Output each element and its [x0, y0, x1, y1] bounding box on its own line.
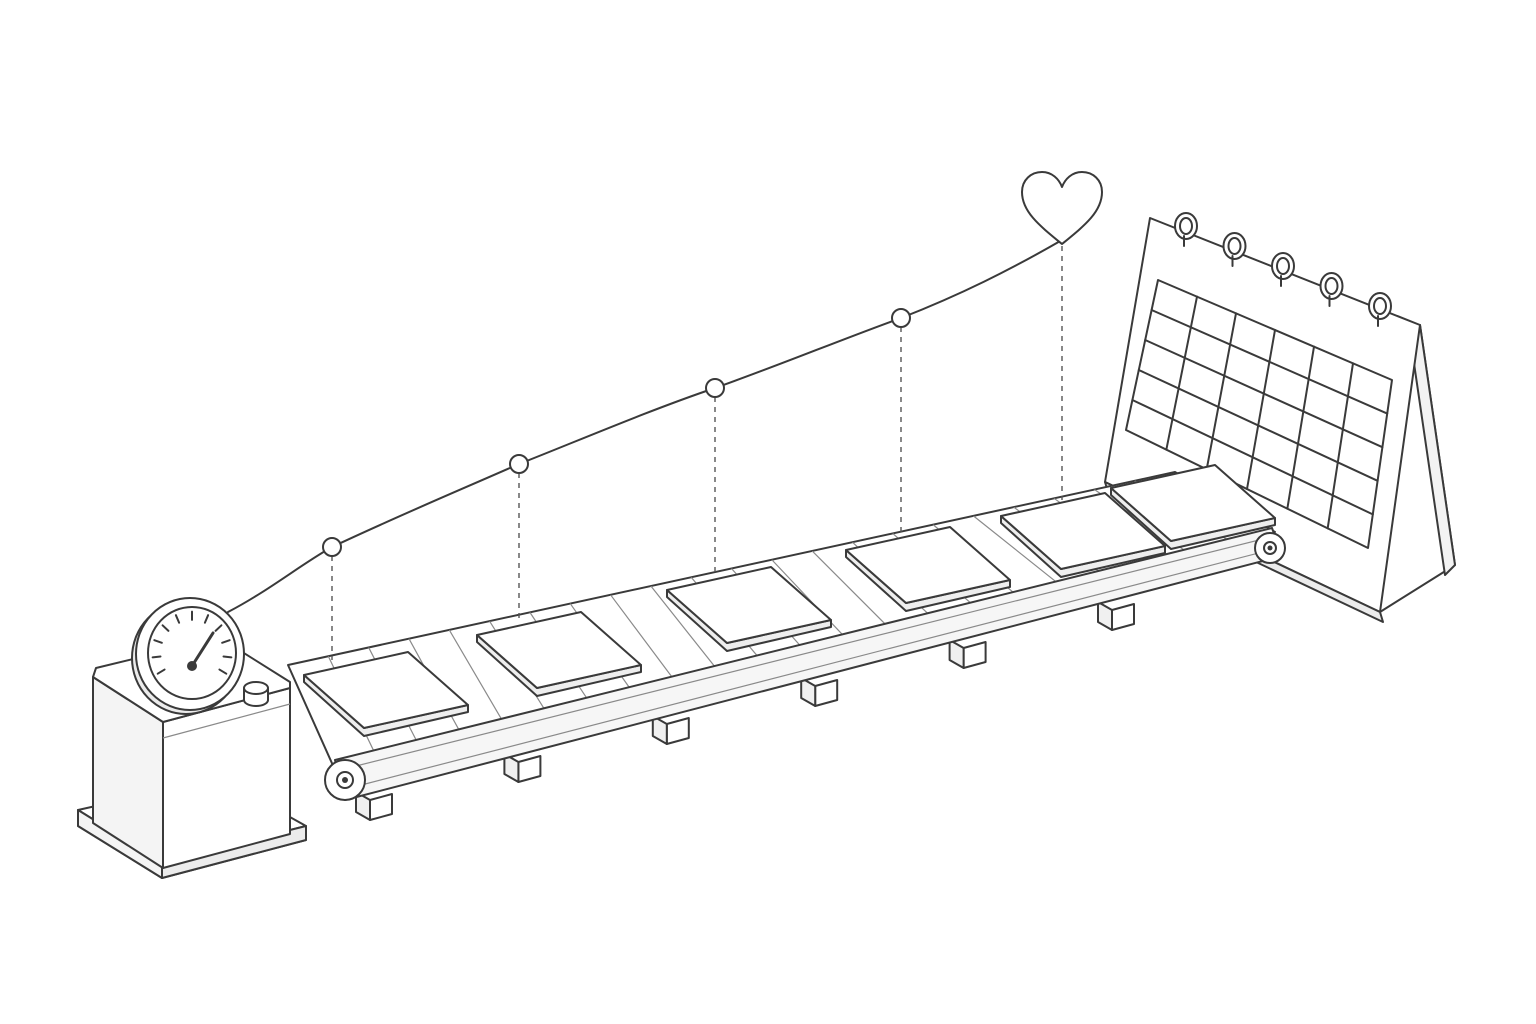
belt-tile [1110, 464, 1276, 550]
gauge-box [77, 597, 307, 879]
calendar-grid-column-line [1205, 312, 1237, 471]
calendar-grid-column-line [1165, 295, 1198, 451]
calendar-binder-rings [1174, 212, 1392, 327]
gauge-tick [218, 668, 228, 675]
gauge-icon [131, 597, 245, 715]
calendar-grid-column-line [1286, 345, 1315, 510]
heart-icon [1021, 171, 1103, 245]
calendar-grid-row-line [1131, 399, 1374, 516]
support-leg [948, 639, 987, 669]
conveyor-belt [287, 464, 1286, 821]
belt-tiles [303, 464, 1276, 737]
gauge-tick [222, 655, 233, 659]
gauge-tick [156, 668, 166, 675]
belt-slat [610, 594, 678, 684]
gauge-tick [161, 624, 170, 632]
gauge-tick [151, 655, 162, 659]
calendar-binder-ring [1222, 232, 1247, 267]
support-leg [800, 677, 839, 707]
belt-slat [448, 629, 507, 728]
support-leg [1097, 601, 1135, 631]
belt-slat [811, 550, 891, 630]
belt-slat [650, 585, 721, 674]
calendar-grid-row-line [1144, 339, 1384, 449]
calendar-binder-ring [1368, 292, 1392, 327]
box-button [243, 681, 269, 707]
gauge-tick [203, 614, 210, 624]
calendar-grid [1125, 279, 1393, 549]
growth-curve [227, 171, 1103, 660]
calendar-binder-ring [1174, 212, 1198, 247]
calendar-grid-column-line [1326, 362, 1354, 530]
calendar-binder-ring [1271, 252, 1295, 287]
belt-tile [666, 566, 832, 652]
milestone-nodes [322, 308, 911, 557]
support-leg [503, 753, 542, 783]
belt-slat [973, 515, 1062, 587]
milestone-node [509, 454, 529, 474]
milestone-node [322, 537, 342, 557]
calendar-grid-row-line [1150, 309, 1389, 415]
belt-tile [845, 526, 1011, 612]
back-roller [1254, 532, 1286, 564]
calendar-grid-column-line [1246, 329, 1276, 490]
milestone-drop-lines [331, 246, 1063, 660]
front-roller [324, 759, 366, 801]
gauge-tick [174, 614, 181, 624]
belt-tile [476, 611, 642, 697]
gauge-tick [153, 639, 163, 644]
milestone-node [705, 378, 725, 398]
milestone-node [891, 308, 911, 328]
calendar-binder-ring [1319, 272, 1344, 307]
belt-tile [303, 651, 469, 737]
calendar-grid-row-line [1137, 369, 1379, 482]
support-leg [651, 715, 690, 745]
gauge-tick [221, 639, 231, 644]
gauge-tick [214, 624, 223, 632]
belt-tile [1000, 492, 1166, 578]
